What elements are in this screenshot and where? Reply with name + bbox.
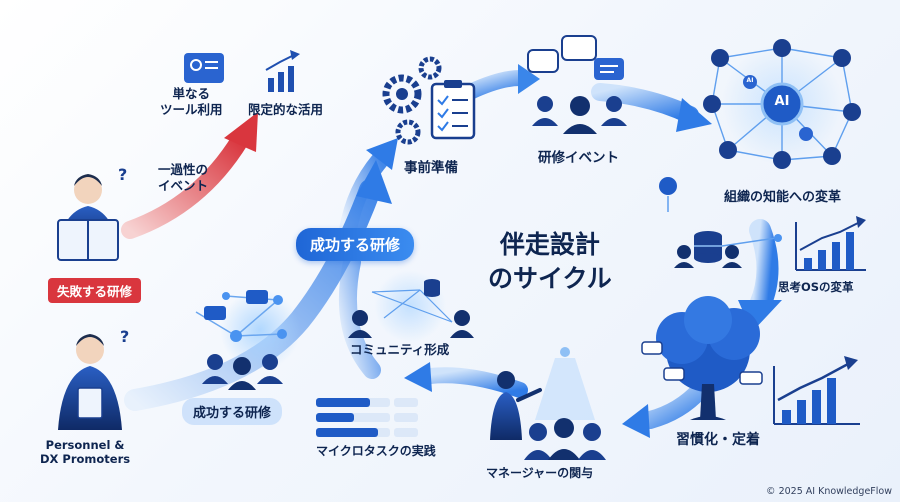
community-network-icon — [348, 270, 474, 342]
success-arrow-head — [356, 160, 392, 204]
os-change-label: 思考OSの変革 — [778, 280, 854, 294]
team-network-icon — [195, 290, 300, 390]
failing-training-badge: 失敗する研修 — [48, 278, 142, 303]
copyright-credit: © 2025 AI KnowledgeFlow — [766, 486, 892, 497]
discussion-group-icon — [527, 35, 627, 134]
cycle-title-line2: のサイクル — [488, 263, 612, 293]
org-change-label: 組織の知能への変革 — [724, 190, 842, 205]
one-off-line2: イベント — [158, 177, 209, 193]
manager-label: マネージャーの関与 — [486, 466, 594, 480]
microtask-label: マイクロタスクの実践 — [316, 444, 436, 458]
cycle-title: 伴走設計 のサイクル — [488, 228, 612, 296]
checklist-icon — [430, 80, 476, 140]
limited-bar-chart-icon — [265, 50, 300, 92]
simple-tool-line1: 単なる — [172, 86, 211, 101]
cycle-title-line1: 伴走設計 — [499, 230, 600, 259]
training-event-label: 研修イベント — [538, 150, 619, 166]
gears-icon — [382, 56, 442, 145]
confused-person-top-icon: ? — [57, 165, 127, 261]
successful-training-badge-lower: 成功する研修 — [182, 398, 283, 425]
confused-person-bottom-icon: ? — [58, 327, 129, 430]
community-label: コミュニティ形成 — [350, 342, 450, 357]
tree-icon — [641, 296, 763, 420]
svg-text:?: ? — [120, 327, 129, 346]
cycle-arrow-bottom-right-head — [622, 404, 650, 438]
manager-presenting-icon — [490, 347, 606, 460]
cycle-arrow-top-head — [518, 64, 540, 94]
habit-label: 習慣化・定着 — [676, 432, 760, 448]
simple-tool-line2: ツール利用 — [160, 101, 223, 117]
cycle-arrow-bottom-right — [641, 381, 709, 429]
cycle-arrow-left-head — [366, 138, 398, 170]
one-off-line1: 一過性の — [158, 162, 209, 177]
failure-arrow — [121, 131, 249, 239]
successful-training-badge: 成功する研修 — [296, 228, 415, 261]
progress-bars-icon — [316, 398, 418, 437]
ai-network-icon — [703, 39, 861, 169]
cycle-arrow-top — [462, 70, 528, 100]
cycle-arrow-bottom-head — [404, 362, 432, 392]
cycle-arrow-right — [749, 219, 779, 316]
ai-small-text: AI — [746, 77, 754, 84]
prep-label: 事前準備 — [404, 160, 458, 176]
database-icon — [659, 177, 782, 268]
cycle-arrow-top-right-head — [676, 98, 712, 132]
growth-chart-icon-upper — [795, 216, 866, 271]
limited-use-label: 限定的な活用 — [248, 102, 324, 117]
persona-line1: Personnel & — [45, 438, 125, 452]
svg-text:?: ? — [118, 165, 127, 184]
growth-chart-icon-lower — [773, 356, 860, 425]
persona-label: Personnel & DX Promoters — [40, 438, 130, 467]
one-off-event-label: 一過性の イベント — [158, 162, 208, 193]
persona-line2: DX Promoters — [40, 452, 131, 467]
cycle-arrow-left — [338, 253, 381, 379]
failure-arrow-head — [224, 112, 258, 152]
simple-tool-label: 単なる ツール利用 — [160, 86, 223, 117]
tool-card-icon — [184, 53, 224, 83]
ai-center-text: AI — [774, 94, 790, 109]
